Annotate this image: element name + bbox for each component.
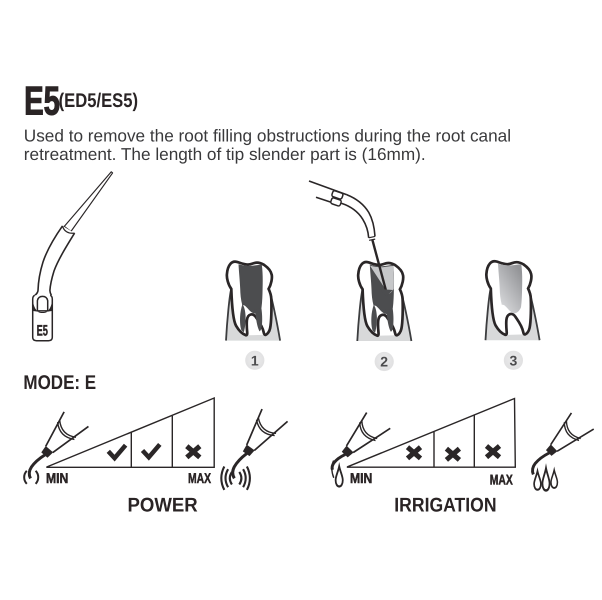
svg-text:IRRIGATION: IRRIGATION <box>394 495 496 517</box>
svg-text:1: 1 <box>251 352 259 368</box>
svg-text:POWER: POWER <box>128 495 198 517</box>
svg-text:Used to remove the root fillin: Used to remove the root filling obstruct… <box>24 125 511 145</box>
svg-text:MIN: MIN <box>350 471 372 487</box>
svg-text:MAX: MAX <box>490 472 513 488</box>
svg-text:MIN: MIN <box>46 471 68 487</box>
svg-text:MAX: MAX <box>188 471 211 487</box>
svg-text:3: 3 <box>510 352 518 368</box>
svg-text:retreatment. The length of tip: retreatment. The length of tip slender p… <box>24 144 426 164</box>
svg-text:E5: E5 <box>24 79 60 124</box>
svg-text:(ED5/ES5): (ED5/ES5) <box>59 90 138 112</box>
svg-text:2: 2 <box>380 354 388 370</box>
svg-text:MODE: E: MODE: E <box>23 372 96 394</box>
svg-text:E5: E5 <box>37 322 49 339</box>
